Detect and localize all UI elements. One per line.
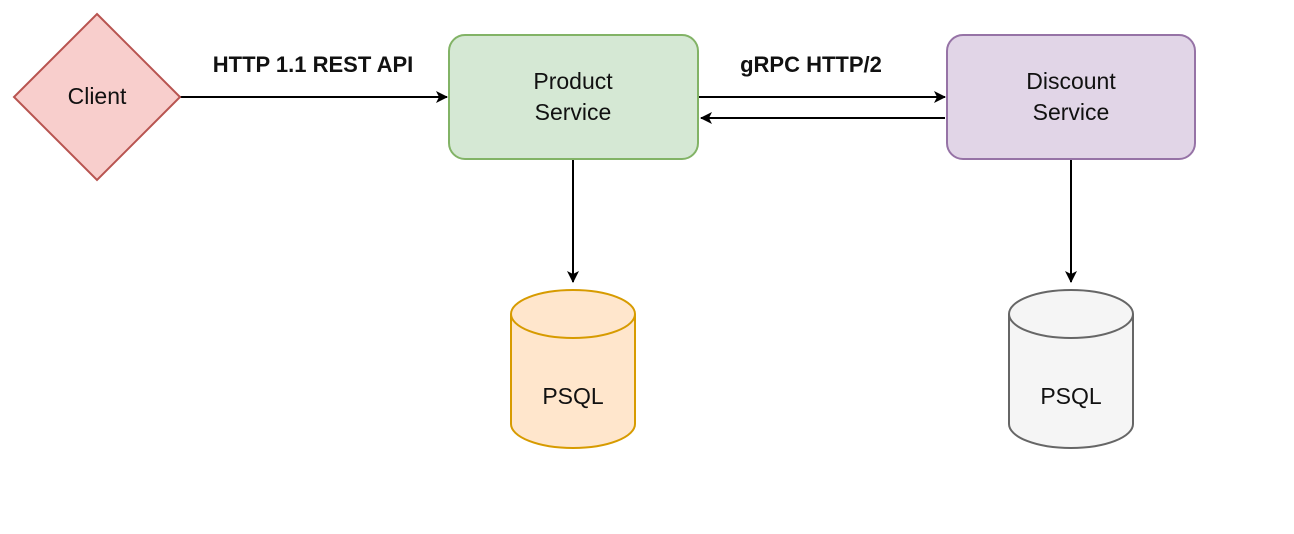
edge-label-grpc: gRPC HTTP/2 — [740, 52, 882, 77]
product-service-label-line2: Service — [535, 99, 612, 125]
client-label: Client — [68, 83, 127, 109]
discount-db-node[interactable]: PSQL — [1008, 289, 1134, 449]
product-db-label: PSQL — [542, 383, 604, 409]
client-node[interactable]: Client — [12, 12, 182, 182]
discount-service-label-line2: Service — [1033, 99, 1110, 125]
discount-db-label: PSQL — [1040, 383, 1102, 409]
product-db-node[interactable]: PSQL — [510, 289, 636, 449]
product-service-node[interactable]: Product Service — [448, 34, 699, 160]
discount-service-label-line1: Discount — [1026, 68, 1116, 94]
edge-label-http-rest: HTTP 1.1 REST API — [213, 52, 414, 77]
discount-service-node[interactable]: Discount Service — [946, 34, 1196, 160]
product-service-label-line1: Product — [533, 68, 613, 94]
